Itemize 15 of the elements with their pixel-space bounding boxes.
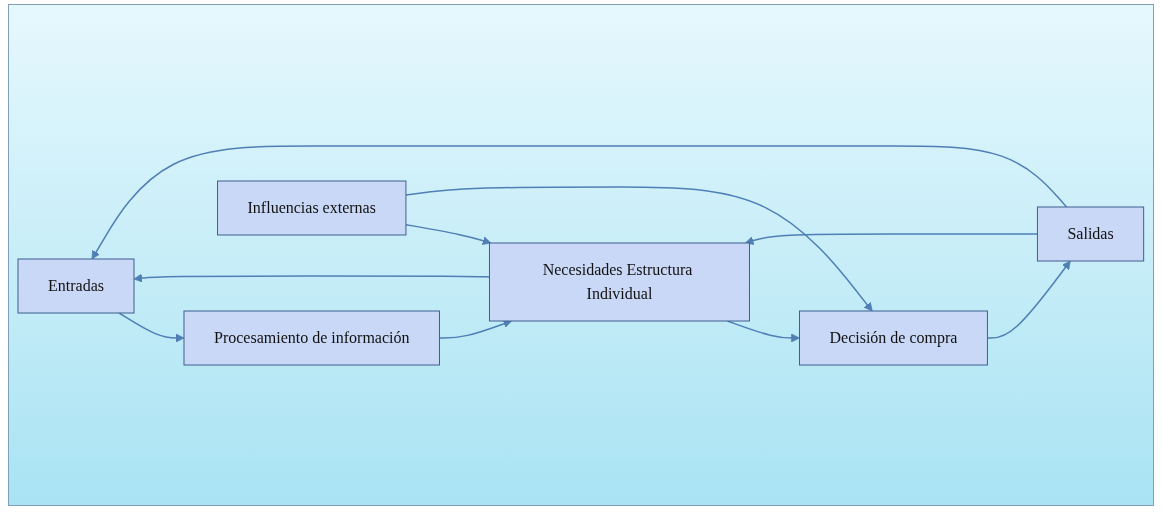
arrow bbox=[405, 185, 873, 311]
arrow bbox=[91, 144, 1068, 259]
arrow bbox=[986, 260, 1071, 339]
node-box bbox=[799, 310, 989, 365]
arrow bbox=[438, 319, 513, 339]
arrow bbox=[745, 232, 1039, 245]
node-box bbox=[17, 258, 135, 313]
node-box bbox=[1037, 206, 1145, 261]
arrow bbox=[118, 311, 185, 342]
arrow bbox=[405, 223, 492, 245]
node-box bbox=[183, 310, 441, 365]
diagram-background: Entradas Procesamiento de información Necesidades Estructura Individual Influencias externas Decisión de compra Salidas bbox=[8, 4, 1154, 506]
arrow bbox=[133, 273, 491, 282]
node-box bbox=[489, 242, 751, 321]
node-box bbox=[217, 180, 407, 235]
